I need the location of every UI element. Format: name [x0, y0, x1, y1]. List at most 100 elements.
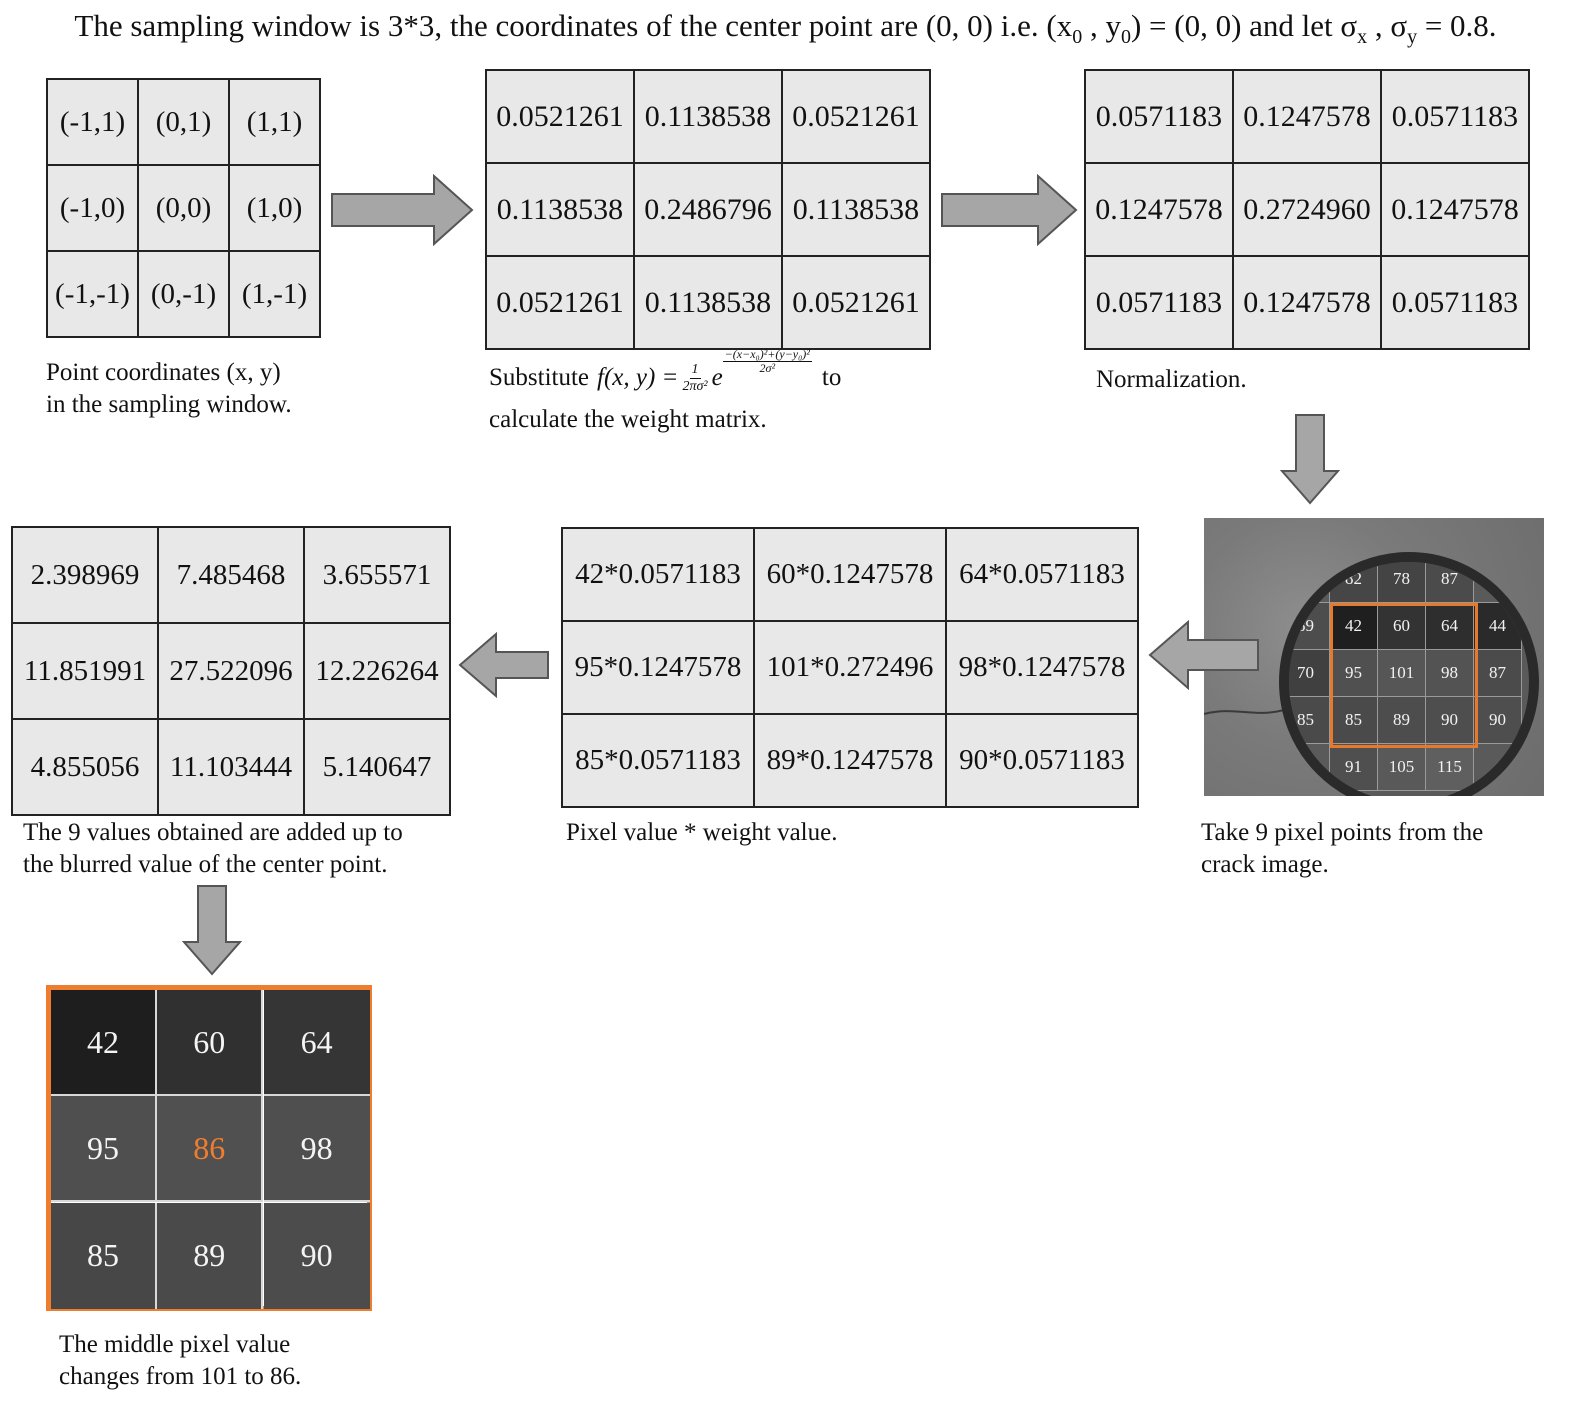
pixel-value-cell: [1289, 744, 1330, 791]
pixel-value-cell: [1289, 562, 1330, 603]
matrix-cell: 11.851991: [11, 622, 159, 720]
matrix-cell: 90*0.0571183: [945, 713, 1139, 808]
matrix-cell: 0.0521261: [781, 255, 931, 350]
matrix-cell: 0.1247578: [1380, 162, 1530, 257]
arrow-left-icon: [458, 632, 549, 698]
matrix-cell: 95*0.1247578: [561, 620, 755, 715]
matrix-cell: (1,-1): [228, 250, 321, 338]
matrix-cell: (-1,-1): [46, 250, 139, 338]
result-pixel: 90: [263, 1202, 370, 1309]
matrix-cell: 0.1247578: [1084, 162, 1234, 257]
matrix-cell: (-1,1): [46, 78, 139, 166]
pixel-value-cell: 87: [1474, 650, 1522, 697]
matrix-cell: 98*0.1247578: [945, 620, 1139, 715]
matrix-cell: (1,1): [228, 78, 321, 166]
pixel-value-cell: 60: [1378, 603, 1426, 650]
matrix-cell: (0,-1): [137, 250, 230, 338]
matrix-cell: (1,0): [228, 164, 321, 252]
matrix-cell: 0.0521261: [485, 69, 635, 164]
matrix-cell: 0.0571183: [1380, 69, 1530, 164]
pixel-value-cell: 85: [1330, 697, 1378, 744]
matrix-cell: 42*0.0571183: [561, 527, 755, 622]
pixel-value-cell: 64: [1426, 603, 1474, 650]
pixel-value-cell: 44: [1474, 603, 1522, 650]
coordinates-matrix: (-1,1)(0,1)(1,1) (-1,0)(0,0)(1,0) (-1,-1…: [46, 78, 321, 338]
pixel-value-cell: 90: [1426, 697, 1474, 744]
matrix-cell: 0.2724960: [1232, 162, 1382, 257]
arrow-down-icon: [1280, 414, 1340, 505]
arrow-right-icon: [331, 174, 474, 246]
result-pixel: 64: [263, 990, 370, 1096]
coordinates-caption: Point coordinates (x, y)in the sampling …: [46, 359, 292, 418]
pixel-value-cell: 70: [1289, 650, 1330, 697]
pixel-value-cell: [1474, 562, 1522, 603]
matrix-cell: 3.655571: [303, 526, 451, 624]
matrix-cell: (0,0): [137, 164, 230, 252]
pixel-value-cell: 95: [1330, 650, 1378, 697]
arrow-left-icon: [1148, 620, 1259, 690]
matrix-cell: 0.1138538: [781, 162, 931, 257]
matrix-cell: 0.2486796: [633, 162, 783, 257]
matrix-cell: 0.1247578: [1232, 69, 1382, 164]
pixel-value-cell: 90: [1474, 697, 1522, 744]
matrix-cell: 64*0.0571183: [945, 527, 1139, 622]
pixel-value-cell: 98: [1426, 650, 1474, 697]
matrix-cell: 0.1138538: [485, 162, 635, 257]
result-pixel: 60: [157, 990, 264, 1096]
weights-caption: Substitute f(x, y) = 1 2πσ² e −(x−x₀)²+(…: [489, 347, 842, 434]
pixel-value-cell: 85: [1289, 697, 1330, 744]
matrix-cell: 2.398969: [11, 526, 159, 624]
matrix-cell: 85*0.0571183: [561, 713, 755, 808]
result-pixel: 42: [51, 990, 157, 1096]
matrix-cell: 5.140647: [303, 718, 451, 816]
matrix-cell: 60*0.1247578: [753, 527, 947, 622]
matrix-cell: 12.226264: [303, 622, 451, 720]
matrix-cell: 0.1138538: [633, 69, 783, 164]
pixel-value-cell: 91: [1330, 744, 1378, 791]
pixel-value-cell: 89: [1378, 697, 1426, 744]
matrix-cell: (-1,0): [46, 164, 139, 252]
pixel-value-cell: 42: [1330, 603, 1378, 650]
pixel-value-cell: 101: [1378, 650, 1426, 697]
matrix-cell: 0.0521261: [485, 255, 635, 350]
normalization-caption: Normalization.: [1096, 366, 1247, 393]
matrix-cell: 27.522096: [157, 622, 305, 720]
matrix-cell: 11.103444: [157, 718, 305, 816]
matrix-cell: 0.0521261: [781, 69, 931, 164]
arrow-down-icon: [182, 885, 242, 976]
pixel-value-cell: [1474, 744, 1522, 791]
pixel-value-cell: 78: [1378, 562, 1426, 603]
matrix-cell: 89*0.1247578: [753, 713, 947, 808]
result-pixel: 95: [51, 1096, 157, 1203]
pixel-value-cell: 105: [1378, 744, 1426, 791]
matrix-cell: 0.0571183: [1380, 255, 1530, 350]
products-caption: Pixel value * weight value.: [566, 819, 838, 846]
result-pixel: 89: [157, 1202, 264, 1309]
pixel-value-cell: 82: [1330, 562, 1378, 603]
pixel-value-cell: 115: [1426, 744, 1474, 791]
arrow-right-icon: [941, 174, 1078, 246]
matrix-cell: 0.0571183: [1084, 69, 1234, 164]
matrix-cell: 0.1138538: [633, 255, 783, 350]
sampling-window-highlight: [1330, 603, 1478, 748]
pixel-value-cell: 87: [1426, 562, 1474, 603]
matrix-cell: 4.855056: [11, 718, 159, 816]
page-title: The sampling window is 3*3, the coordina…: [74, 8, 1497, 49]
matrix-cell: 101*0.272496: [753, 620, 947, 715]
matrix-cell: 7.485468: [157, 526, 305, 624]
pixel-value-cell: 89: [1289, 603, 1330, 650]
result-center-pixel: 86: [157, 1096, 264, 1203]
result-pixel: 98: [263, 1096, 370, 1203]
matrix-cell: 0.1247578: [1232, 255, 1382, 350]
matrix-cell: (0,1): [137, 78, 230, 166]
